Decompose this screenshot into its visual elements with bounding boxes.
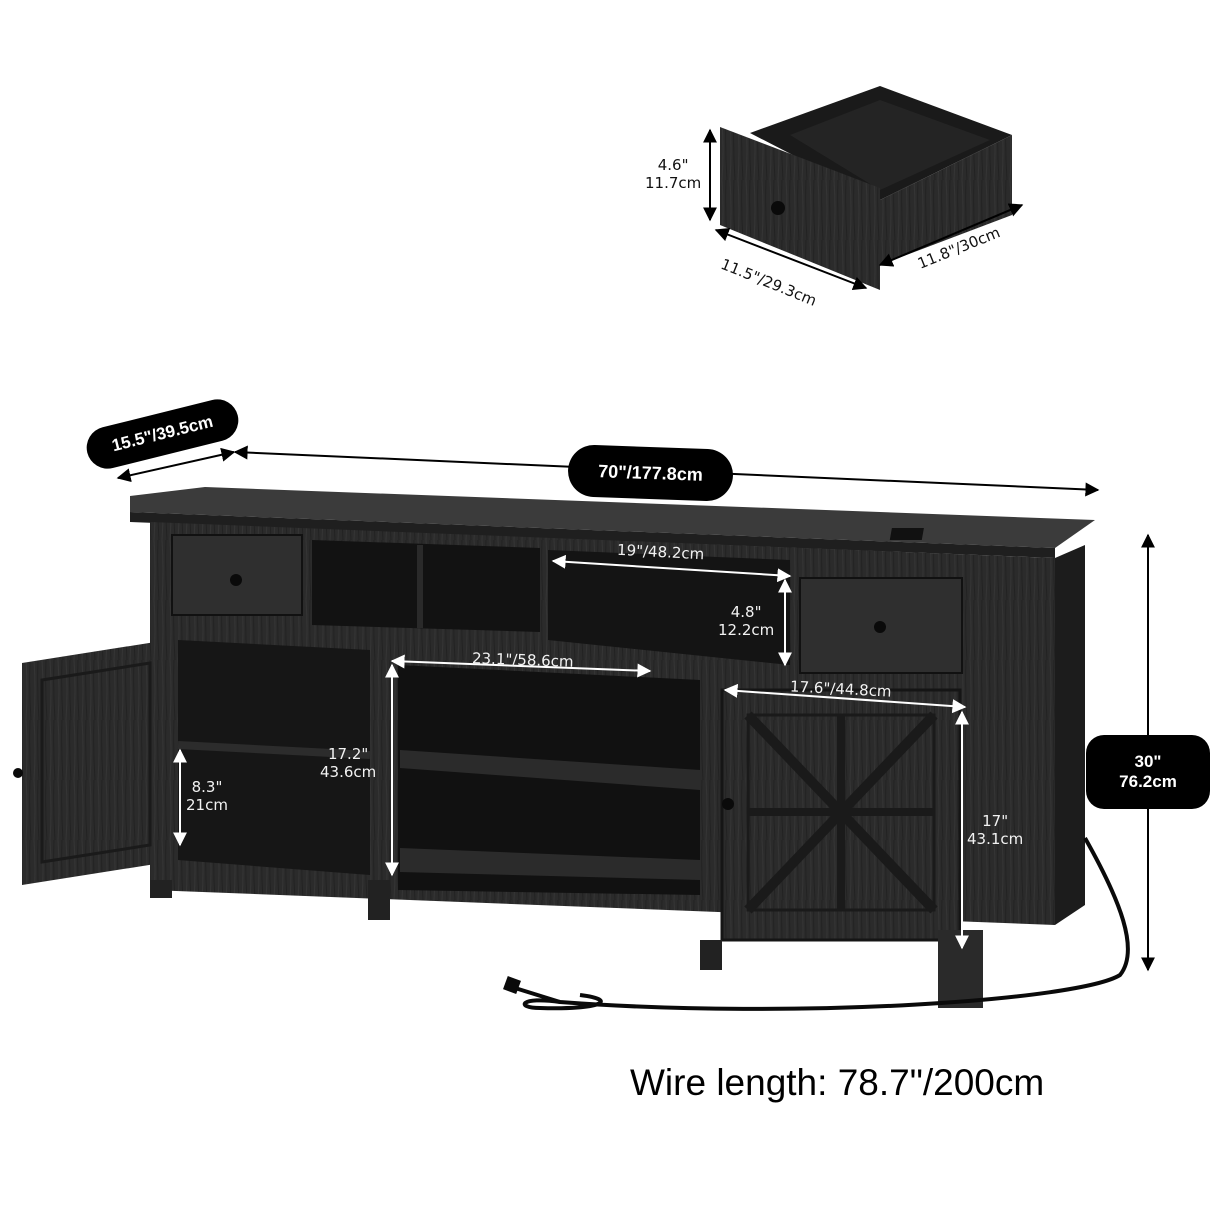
- left-cabinet-height-label: 17.2" 43.6cm: [320, 745, 376, 781]
- power-cord: [522, 837, 1130, 1011]
- drawer-height-cm: 11.7cm: [645, 174, 702, 192]
- left-shelf-gap-cm: 21cm: [186, 796, 228, 814]
- drawer-height-label: 4.6" 11.7cm: [645, 156, 701, 192]
- drawer-detail-illustration: [720, 86, 1012, 290]
- wire-length-label: Wire length: 78.7"/200cm: [630, 1062, 1045, 1103]
- left-shelf-gap-in: 8.3": [191, 778, 223, 796]
- left-cabinet-height-in: 17.2": [327, 745, 369, 763]
- overall-width-badge: 70"/177.8cm: [567, 444, 734, 502]
- top-shelf-height-cm: 12.2cm: [718, 621, 775, 639]
- overall-height-badge: 30" 76.2cm: [1086, 735, 1210, 809]
- center-width-label: 23.1"/58.6cm: [471, 649, 574, 671]
- tv-stand-illustration: [13, 487, 1095, 1008]
- drawer-height-in: 4.6": [657, 156, 689, 174]
- overall-height-in: 30": [1134, 752, 1162, 771]
- left-cabinet-height-cm: 43.6cm: [320, 763, 377, 781]
- top-shelf-height-in: 4.8": [730, 603, 762, 621]
- right-cabinet-height-cm: 43.1cm: [967, 830, 1024, 848]
- left-shelf-gap-label: 8.3" 21cm: [186, 778, 228, 814]
- top-shelf-height-label: 4.8" 12.2cm: [718, 603, 774, 639]
- right-cabinet-height-label: 17" 43.1cm: [967, 812, 1023, 848]
- overall-height-cm: 76.2cm: [1119, 772, 1177, 791]
- plug-icon: [503, 976, 521, 994]
- right-cabinet-height-in: 17": [982, 812, 1009, 830]
